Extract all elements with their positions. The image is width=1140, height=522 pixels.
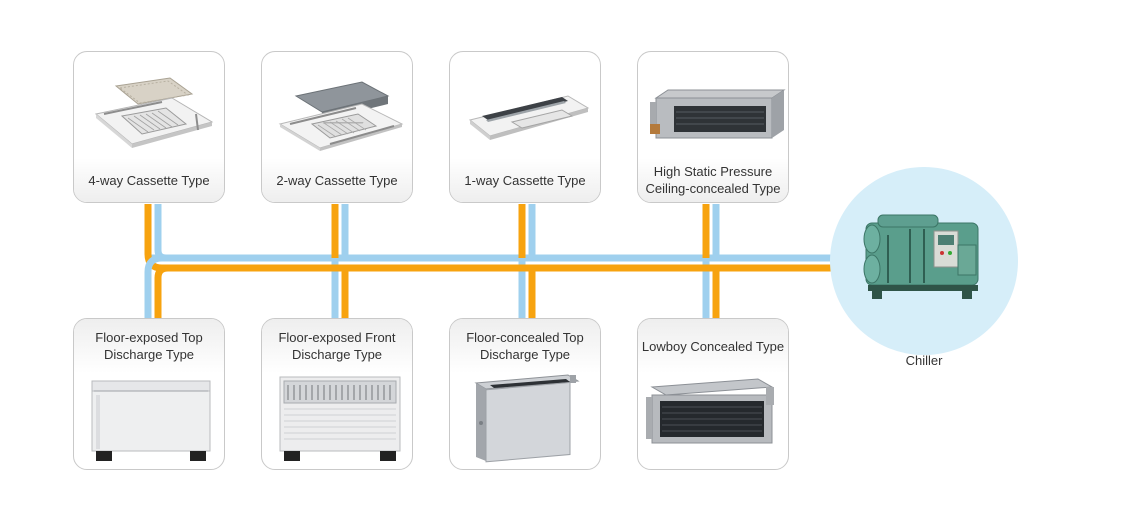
- chiller-node: Chiller: [830, 167, 1018, 368]
- unit-card-floor-concealed-top-discharge: Floor-concealed Top Discharge Type: [449, 318, 601, 470]
- floor-exposed-front-discharge-unit-image: [279, 376, 401, 461]
- branch-blue-bottom-1: [144, 254, 163, 318]
- chiller-label: Chiller: [905, 353, 943, 368]
- 2-way-cassette-unit-image: [278, 81, 404, 151]
- unit-label: Floor-exposed Front Discharge Type: [262, 319, 412, 373]
- unit-card-floor-exposed-top-discharge: Floor-exposed Top Discharge Type: [73, 318, 225, 470]
- unit-card-1-way-cassette: 1-way Cassette Type: [449, 51, 601, 203]
- floor-exposed-top-discharge-unit-image: [91, 380, 211, 461]
- absorption-chiller-image: [863, 214, 979, 299]
- floor-concealed-top-discharge-unit-image: [474, 374, 580, 463]
- unit-label: High Static Pressure Ceiling-concealed T…: [638, 158, 788, 202]
- unit-label: 4-way Cassette Type: [74, 158, 224, 202]
- 1-way-cassette-unit-image: [468, 95, 590, 140]
- 4-way-cassette-unit-image: [94, 77, 214, 148]
- lowboy-concealed-unit-image: [646, 378, 774, 444]
- ceiling-concealed-duct-unit-image: [650, 89, 786, 139]
- branch-orange-bottom-1: [154, 264, 169, 318]
- branch-blue-top-1: [154, 204, 167, 262]
- unit-label: Floor-exposed Top Discharge Type: [74, 319, 224, 373]
- unit-card-ceiling-concealed: High Static Pressure Ceiling-concealed T…: [637, 51, 789, 203]
- unit-card-floor-exposed-front-discharge: Floor-exposed Front Discharge Type: [261, 318, 413, 470]
- unit-card-4-way-cassette: 4-way Cassette Type: [73, 51, 225, 203]
- unit-label: Floor-concealed Top Discharge Type: [450, 319, 600, 373]
- unit-label: Lowboy Concealed Type: [638, 319, 788, 373]
- unit-card-2-way-cassette: 2-way Cassette Type: [261, 51, 413, 203]
- unit-label: 2-way Cassette Type: [262, 158, 412, 202]
- unit-card-lowboy-concealed: Lowboy Concealed Type: [637, 318, 789, 470]
- unit-label: 1-way Cassette Type: [450, 158, 600, 202]
